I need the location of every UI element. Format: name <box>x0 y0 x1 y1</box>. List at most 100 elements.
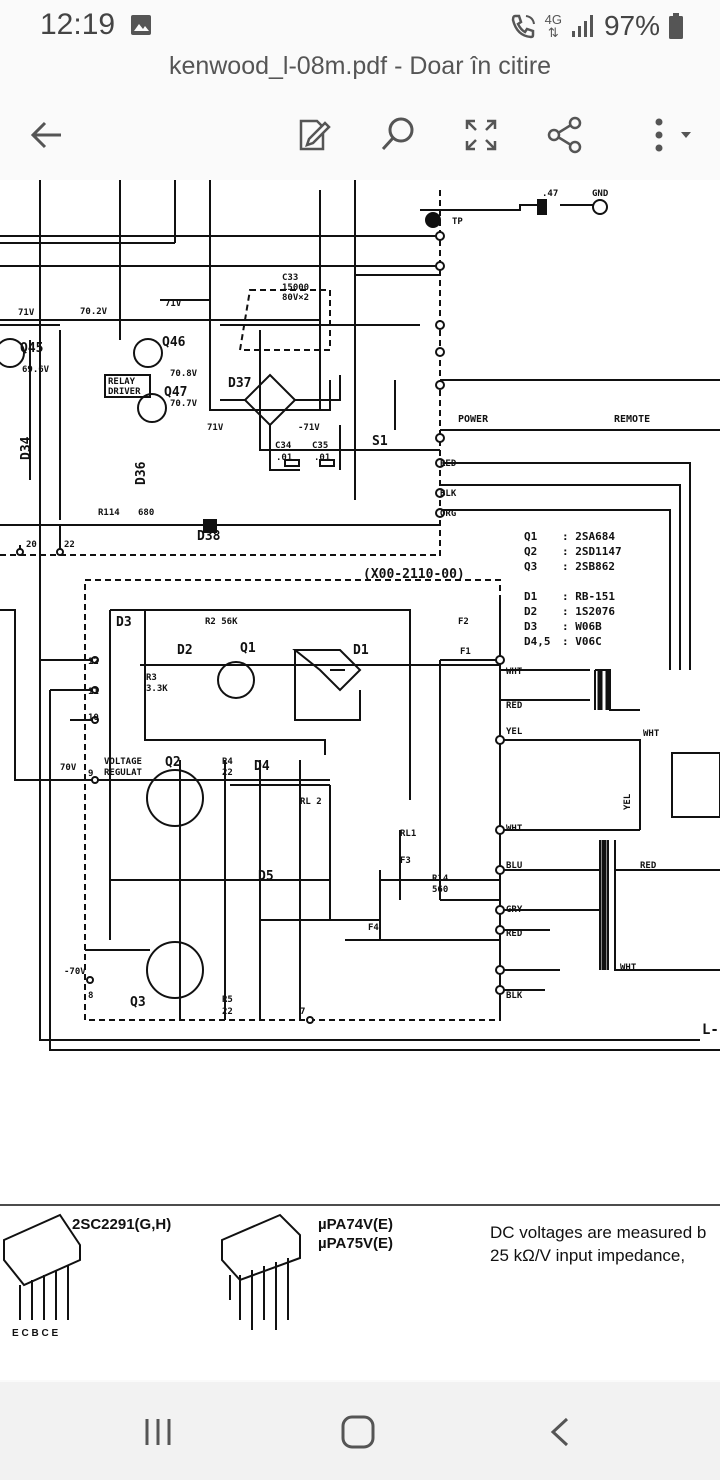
expand-icon <box>465 119 497 151</box>
label-696v: 69.6V <box>22 365 50 375</box>
label-r114: R114 <box>98 508 120 518</box>
label-r5: R5 <box>222 995 233 1005</box>
label-r14-val: 560 <box>432 885 448 895</box>
label-d1: D1 <box>353 643 369 658</box>
footer-pins: E C B C E <box>12 1328 58 1339</box>
parts-ref-0: Q1 <box>524 530 538 543</box>
label-gry: GRY <box>506 905 523 915</box>
label-minus71v: -71V <box>298 423 320 433</box>
parts-val-3: : RB-151 <box>562 590 615 603</box>
footer-part-1: 2SC2291(G,H) <box>72 1216 171 1233</box>
footer-note-1: DC voltages are measured b <box>490 1223 706 1242</box>
image-notification-icon <box>131 15 151 35</box>
nav-back-button[interactable] <box>530 1402 590 1462</box>
label-tp: TP <box>452 217 463 227</box>
label-pin7: 7 <box>300 1007 305 1017</box>
parts-ref-2: Q3 <box>524 560 537 573</box>
label-70v: 70V <box>60 763 77 773</box>
home-icon <box>341 1415 375 1449</box>
label-org: ORG <box>440 509 456 519</box>
label-q3: Q3 <box>130 995 146 1010</box>
label-c35: C35 <box>312 441 328 451</box>
label-r4: R4 <box>222 757 233 767</box>
label-driver: DRIVER <box>108 387 141 397</box>
label-c35-val: .01 <box>314 453 330 463</box>
parts-val-0: : 2SA684 <box>562 530 615 543</box>
label-gnd: GND <box>592 189 609 199</box>
label-red-3: RED <box>506 929 523 939</box>
home-button[interactable] <box>328 1402 388 1462</box>
label-r4-val: 22 <box>222 768 233 778</box>
label-regulat: REGULAT <box>104 768 143 778</box>
label-f4: F4 <box>368 923 379 933</box>
more-vertical-icon <box>655 118 691 152</box>
label-r114-val: 680 <box>138 508 154 518</box>
label-blu: BLU <box>506 861 522 871</box>
label-f3: F3 <box>400 856 411 866</box>
label-remote: REMOTE <box>614 414 650 425</box>
footer-note-2: 25 kΩ/V input impedance, <box>490 1246 685 1265</box>
label-c34: C34 <box>275 441 292 451</box>
label-s1: S1 <box>372 434 388 449</box>
more-options-button[interactable] <box>630 110 700 160</box>
recent-apps-icon <box>145 1419 171 1445</box>
label-d38: D38 <box>197 529 221 544</box>
label-relay: RELAY <box>108 377 136 387</box>
status-time: 12:19 <box>40 8 116 41</box>
status-bar: 12:19 4G ⇅ 97% <box>0 0 720 52</box>
label-d3: D3 <box>116 615 132 630</box>
label-wht-4: WHT <box>620 963 637 973</box>
battery-percent: 97% <box>603 10 660 41</box>
label-c34-val: .01 <box>276 453 292 463</box>
battery-icon <box>669 13 683 39</box>
label-r3-val: 3.3K <box>146 684 168 694</box>
label-rl1: RL1 <box>400 829 416 839</box>
label-c33: C33 <box>282 273 298 283</box>
label-d5: D5 <box>258 869 274 884</box>
label-red: RED <box>440 459 457 469</box>
parts-ref-1: Q2 <box>524 545 537 558</box>
label-wht-1: WHT <box>506 667 523 677</box>
pdf-page-view[interactable]: Q45 Q46 Q47 D34 D36 D37 D38 C33 15000 80… <box>0 180 720 1380</box>
edit-button[interactable] <box>288 110 338 160</box>
system-nav-bar <box>0 1382 720 1480</box>
label-minus70v: -70V <box>64 967 86 977</box>
label-c33-v: 80V×2 <box>282 293 309 303</box>
label-wht-3: WHT <box>643 729 660 739</box>
label-pin10: 10 <box>88 713 99 723</box>
label-d4: D4 <box>254 759 270 774</box>
label-pin20: 20 <box>26 540 37 550</box>
label-power: POWER <box>458 414 489 425</box>
label-71v-a: 71V <box>18 308 35 318</box>
label-q2: Q2 <box>165 755 181 770</box>
label-q47: Q47 <box>164 385 187 400</box>
label-blk-2: BLK <box>506 991 523 1001</box>
label-rl2: RL 2 <box>300 797 322 807</box>
back-chevron-icon <box>550 1417 569 1447</box>
label-pin11: 11 <box>88 687 99 697</box>
share-button[interactable] <box>540 110 590 160</box>
document-title: kenwood_l-08m.pdf - Doar în citire <box>168 52 552 80</box>
schematic-diagram: Q45 Q46 Q47 D34 D36 D37 D38 C33 15000 80… <box>0 180 720 1339</box>
recent-apps-button[interactable] <box>128 1402 188 1462</box>
fit-screen-button[interactable] <box>456 110 506 160</box>
signal-icon <box>571 15 593 37</box>
footer-part-2a: µPA74V(E) <box>318 1216 393 1233</box>
label-q46: Q46 <box>162 335 186 350</box>
search-button[interactable] <box>372 110 422 160</box>
network-type: 4G ⇅ <box>544 12 562 40</box>
label-702v: 70.2V <box>80 307 108 317</box>
label-708v: 70.8V <box>170 369 198 379</box>
pen-document-icon <box>299 119 331 151</box>
label-71v-b: 71V <box>165 299 182 309</box>
label-pin8: 8 <box>88 991 93 1001</box>
toolbar <box>0 100 720 170</box>
parts-ref-4: D2 <box>524 605 537 618</box>
parts-ref-3: D1 <box>524 590 538 603</box>
share-icon <box>547 116 582 154</box>
parts-val-6: : V06C <box>562 635 602 648</box>
label-r14: R14 <box>432 874 449 884</box>
status-icons: 4G ⇅ 97% <box>509 6 684 46</box>
back-button[interactable] <box>22 110 72 160</box>
label-d2: D2 <box>177 643 193 658</box>
